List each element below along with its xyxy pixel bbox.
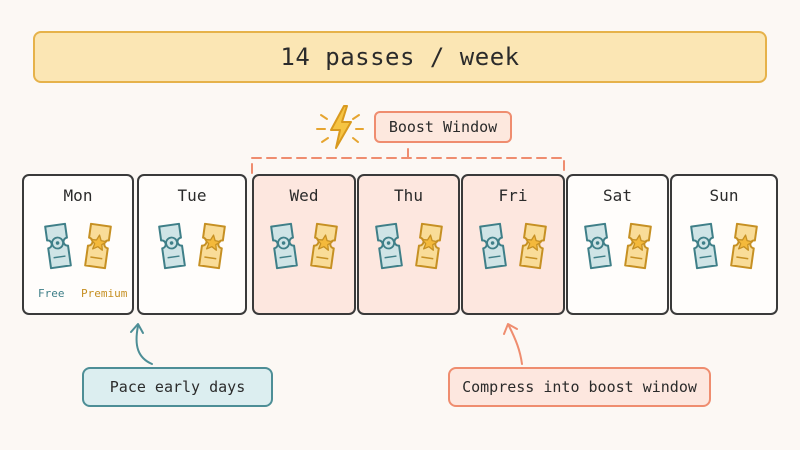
premium-label: Premium [81, 287, 128, 300]
day-name: Tue [177, 186, 207, 205]
banner-text: 14 passes / week [280, 43, 520, 71]
day-card-fri: Fri [461, 174, 565, 315]
free-pass-icon [479, 222, 507, 270]
free-pass-icon [690, 222, 718, 270]
compress-callout-text: Compress into boost window [462, 378, 697, 396]
day-name: Fri [498, 186, 528, 205]
day-name: Thu [394, 186, 423, 205]
day-card-sat: Sat [566, 174, 669, 315]
premium-pass-icon [84, 222, 112, 270]
lightning-icon [316, 105, 364, 149]
compress-boost-callout: Compress into boost window [448, 367, 711, 407]
free-pass-icon [583, 222, 612, 270]
free-pass-icon [270, 222, 298, 270]
premium-pass-icon [623, 222, 652, 270]
free-label: Free [38, 287, 65, 300]
pace-arrow [130, 323, 153, 365]
day-card-tue: Tue [137, 174, 247, 315]
free-pass-icon [158, 222, 186, 270]
premium-pass-icon [198, 222, 226, 270]
boost-window-bracket [251, 144, 565, 174]
pace-early-days-callout: Pace early days [82, 367, 273, 407]
day-card-thu: Thu [357, 174, 460, 315]
boost-window-text: Boost Window [388, 118, 498, 136]
premium-pass-icon [310, 222, 338, 270]
premium-pass-icon [519, 222, 547, 270]
day-card-wed: Wed [252, 174, 356, 315]
free-pass-icon [44, 222, 72, 270]
day-name: Wed [289, 186, 319, 205]
day-name: Sun [709, 186, 739, 205]
premium-pass-icon [414, 222, 443, 270]
day-card-sun: Sun [670, 174, 778, 315]
boost-window-label: Boost Window [374, 111, 512, 143]
pace-callout-text: Pace early days [109, 378, 246, 396]
weekly-passes-banner: 14 passes / week [33, 31, 767, 83]
compress-arrow [503, 323, 523, 365]
premium-pass-icon [730, 222, 758, 270]
day-name: Mon [63, 186, 93, 205]
day-name: Sat [603, 186, 632, 205]
free-pass-icon [374, 222, 403, 270]
